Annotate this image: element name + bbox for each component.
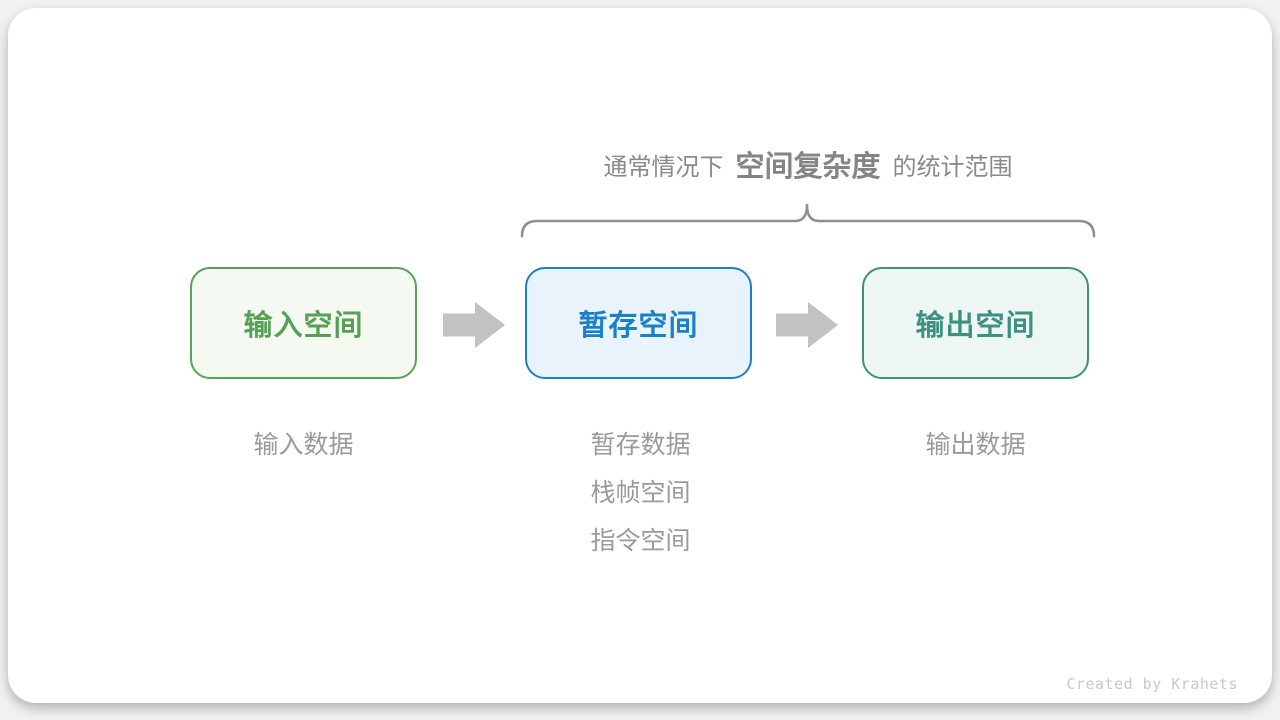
stack-frame-space-note: 栈帧空间	[590, 479, 691, 507]
temp-space-label: 暂存空间	[578, 310, 699, 342]
instruction-space-note: 指令空间	[590, 527, 691, 555]
title-highlight-space-complexity: 空间复杂度	[735, 151, 881, 183]
temp-data-note: 暂存数据	[590, 431, 691, 459]
output-data-note: 输出数据	[925, 431, 1026, 459]
input-data-note: 输入数据	[253, 431, 354, 459]
arrow-right-icon	[443, 302, 505, 348]
input-space-label: 输入空间	[243, 310, 364, 342]
arrow-right-icon	[776, 302, 838, 348]
input-space-box: 输入空间	[190, 267, 417, 379]
output-space-label: 输出空间	[915, 310, 1036, 342]
title-suffix: 的统计范围	[892, 153, 1013, 181]
watermark-credit: Created by Krahets	[1066, 675, 1238, 693]
scope-brace	[520, 203, 1096, 238]
arrow-right-shape	[443, 302, 505, 348]
temp-space-box: 暂存空间	[525, 267, 752, 379]
scope-brace-path	[520, 203, 1096, 238]
title-prefix: 通常情况下	[603, 153, 724, 181]
output-space-box: 输出空间	[862, 267, 1089, 379]
diagram-title: 通常情况下 空间复杂度 的统计范围	[528, 142, 1088, 186]
arrow-right-shape	[776, 302, 838, 348]
